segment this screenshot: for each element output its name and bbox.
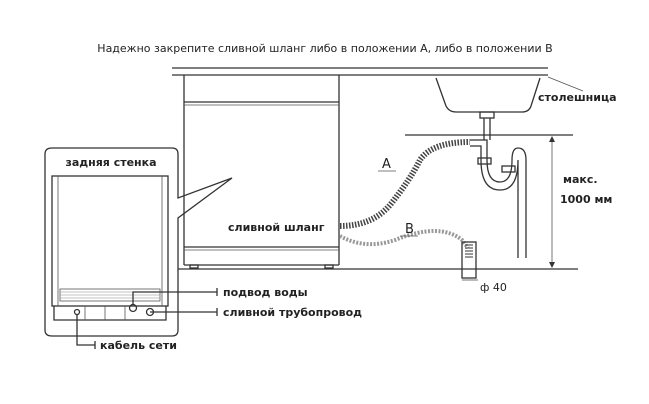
drain-pipe-label: сливной трубопровод <box>223 306 362 319</box>
diameter-label: ф 40 <box>480 281 507 294</box>
leader-lines <box>76 288 218 349</box>
back-wall-callout <box>44 147 233 337</box>
drain-hose-a <box>339 139 471 229</box>
max-value: 1000 мм <box>560 193 612 206</box>
diagram-title: Надежно закрепите сливной шланг либо в п… <box>97 42 552 55</box>
max-label: макс. <box>563 173 598 186</box>
siphon-trap <box>470 139 527 258</box>
water-inlet-label: подвод воды <box>223 286 308 299</box>
dishwasher <box>183 75 340 269</box>
back-wall-label: задняя стенка <box>65 156 156 169</box>
power-cable-label: кабель сети <box>100 339 177 352</box>
drain-hose-label: сливной шланг <box>228 221 325 234</box>
standpipe <box>461 241 478 281</box>
sink <box>435 77 541 140</box>
dimension-line <box>549 136 555 268</box>
position-b-label: B <box>405 222 414 237</box>
position-a-label: A <box>382 157 391 172</box>
countertop <box>172 67 584 92</box>
drain-hose-b <box>339 229 470 250</box>
countertop-label: столешница <box>538 91 617 104</box>
